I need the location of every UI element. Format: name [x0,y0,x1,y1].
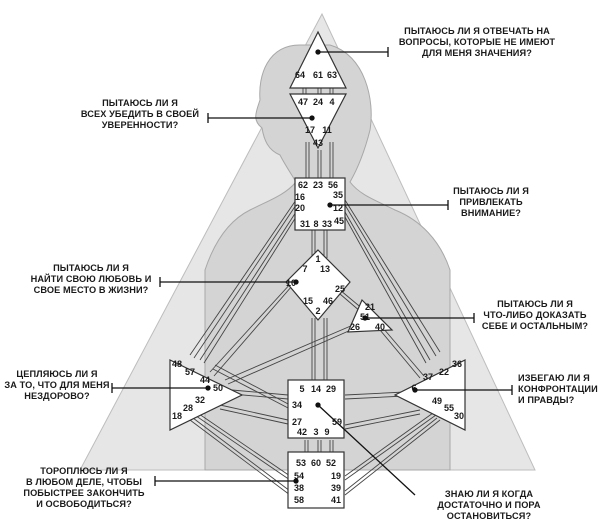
gate-21: 21 [365,302,375,312]
gate-38: 38 [294,483,304,493]
gate-46: 46 [323,296,333,306]
gate-42: 42 [297,427,307,437]
gate-9: 9 [324,427,329,437]
gate-64: 64 [295,70,305,80]
gate-35: 35 [333,190,343,200]
gate-50: 50 [213,383,223,393]
gate-48: 48 [172,359,182,369]
gate-31: 31 [300,219,310,229]
gate-18: 18 [172,411,182,421]
gate-57: 57 [185,367,195,377]
gate-53: 53 [296,458,306,468]
gate-39: 39 [331,483,341,493]
gate-2: 2 [315,306,320,316]
gate-40: 40 [375,322,385,332]
gate-34: 34 [292,400,302,410]
gate-30: 30 [454,411,464,421]
gate-61: 61 [313,70,323,80]
gate-41: 41 [331,495,341,505]
g-center [285,249,351,321]
gate-54: 54 [294,471,304,481]
heart-center [347,298,394,333]
gate-49: 49 [432,396,442,406]
gate-32: 32 [195,395,205,405]
human-silhouette [204,44,451,471]
gate-24: 24 [313,97,323,107]
gate-56: 56 [328,180,338,190]
spleen-center [169,359,244,431]
gate-16: 16 [295,192,305,202]
gate-27: 27 [292,417,302,427]
gate-7: 7 [302,264,307,274]
gate-3: 3 [313,427,318,437]
gate-10: 10 [286,278,296,288]
gate-8: 8 [313,219,318,229]
gate-19: 19 [331,471,341,481]
head-center [289,30,347,89]
gate-15: 15 [303,296,313,306]
gate-62: 62 [298,180,308,190]
sacral-center [287,379,345,439]
gate-5: 5 [299,384,304,394]
gate-1: 1 [315,254,320,264]
gate-25: 25 [335,284,345,294]
gate-44: 44 [200,375,210,385]
gate-37: 37 [423,372,433,382]
gate-36: 36 [452,359,462,369]
gate-47: 47 [298,97,308,107]
gate-22: 22 [439,367,449,377]
gate-17: 17 [305,125,315,135]
gate-55: 55 [444,403,454,413]
gate-63: 63 [327,70,337,80]
throat-center [294,177,346,231]
ajna-center [289,93,347,150]
gate-13: 13 [320,264,330,274]
gate-26: 26 [350,322,360,332]
gate-45: 45 [334,216,344,226]
pointer-lines [111,47,513,496]
gate-11: 11 [322,125,332,135]
channels [179,78,451,496]
gate-29: 29 [326,384,336,394]
gate-43: 43 [313,138,323,148]
gate-4: 4 [329,97,334,107]
gate-60: 60 [311,458,321,468]
gate-20: 20 [295,203,305,213]
gate-33: 33 [322,219,332,229]
gate-12: 12 [333,203,343,213]
gate-23: 23 [313,180,323,190]
solar-center [393,359,466,431]
gate-14: 14 [311,384,321,394]
gate-28: 28 [183,403,193,413]
gate-58: 58 [294,495,304,505]
gate-52: 52 [326,458,336,468]
